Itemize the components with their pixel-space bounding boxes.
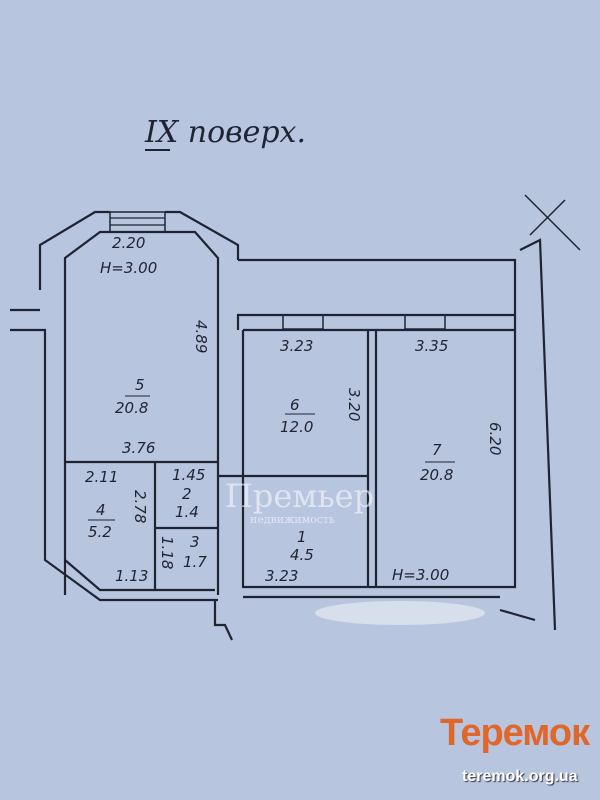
watermark-sub: недвижимость [250, 513, 335, 526]
room-6-number: 6 [290, 396, 300, 414]
dim-r5-bottom: 3.76 [122, 439, 155, 457]
room-7-number: 7 [432, 441, 442, 459]
teremok-url[interactable]: teremok.org.ua [462, 768, 578, 785]
dim-r2-top: 1.45 [172, 466, 205, 484]
watermark-name: Премьер [225, 477, 374, 515]
dim-r4-bottom: 1.13 [115, 567, 148, 585]
dim-r7-height: H=3.00 [392, 566, 449, 584]
room-1-area: 4.5 [290, 546, 314, 564]
dim-r7-top: 3.35 [415, 337, 448, 355]
dim-r6-side: 3.20 [345, 388, 363, 421]
room-5-area: 20.8 [115, 399, 148, 417]
dim-r4-side: 2.78 [131, 490, 149, 523]
room-4-area: 5.2 [88, 523, 112, 541]
room-3-number: 3 [190, 533, 200, 551]
floor-title: IX поверх. [144, 115, 306, 150]
dim-r7-side: 6.20 [486, 422, 504, 455]
dim-r5-side: 4.89 [192, 320, 210, 353]
room-3-area: 1.7 [183, 553, 207, 571]
room-1-number: 1 [297, 528, 307, 546]
room-2-area: 1.4 [175, 503, 199, 521]
dim-r1-bottom: 3.23 [265, 567, 298, 585]
room-5-number: 5 [135, 376, 145, 394]
watermark: Премьер недвижимость [225, 477, 374, 526]
dim-r4-top: 2.11 [85, 468, 118, 486]
dimension-labels: 2.20 H=3.00 4.89 3.76 2.11 2.78 1.13 1.4… [85, 234, 504, 585]
room-4-number: 4 [96, 501, 106, 519]
teremok-logo: Теремок [440, 712, 590, 754]
blur-patch [315, 601, 485, 625]
dim-r5-top: 2.20 [112, 234, 145, 252]
dim-r6-top: 3.23 [280, 337, 313, 355]
room-6-area: 12.0 [280, 418, 313, 436]
room-7-area: 20.8 [420, 466, 453, 484]
walls [10, 194, 581, 641]
room-2-number: 2 [182, 485, 192, 503]
room-labels: 5 20.8 6 12.0 7 20.8 4 5.2 2 1.4 3 1.7 1… [88, 376, 455, 571]
dim-r3-side: 1.18 [158, 536, 176, 569]
dim-r5-height: H=3.00 [100, 259, 157, 277]
